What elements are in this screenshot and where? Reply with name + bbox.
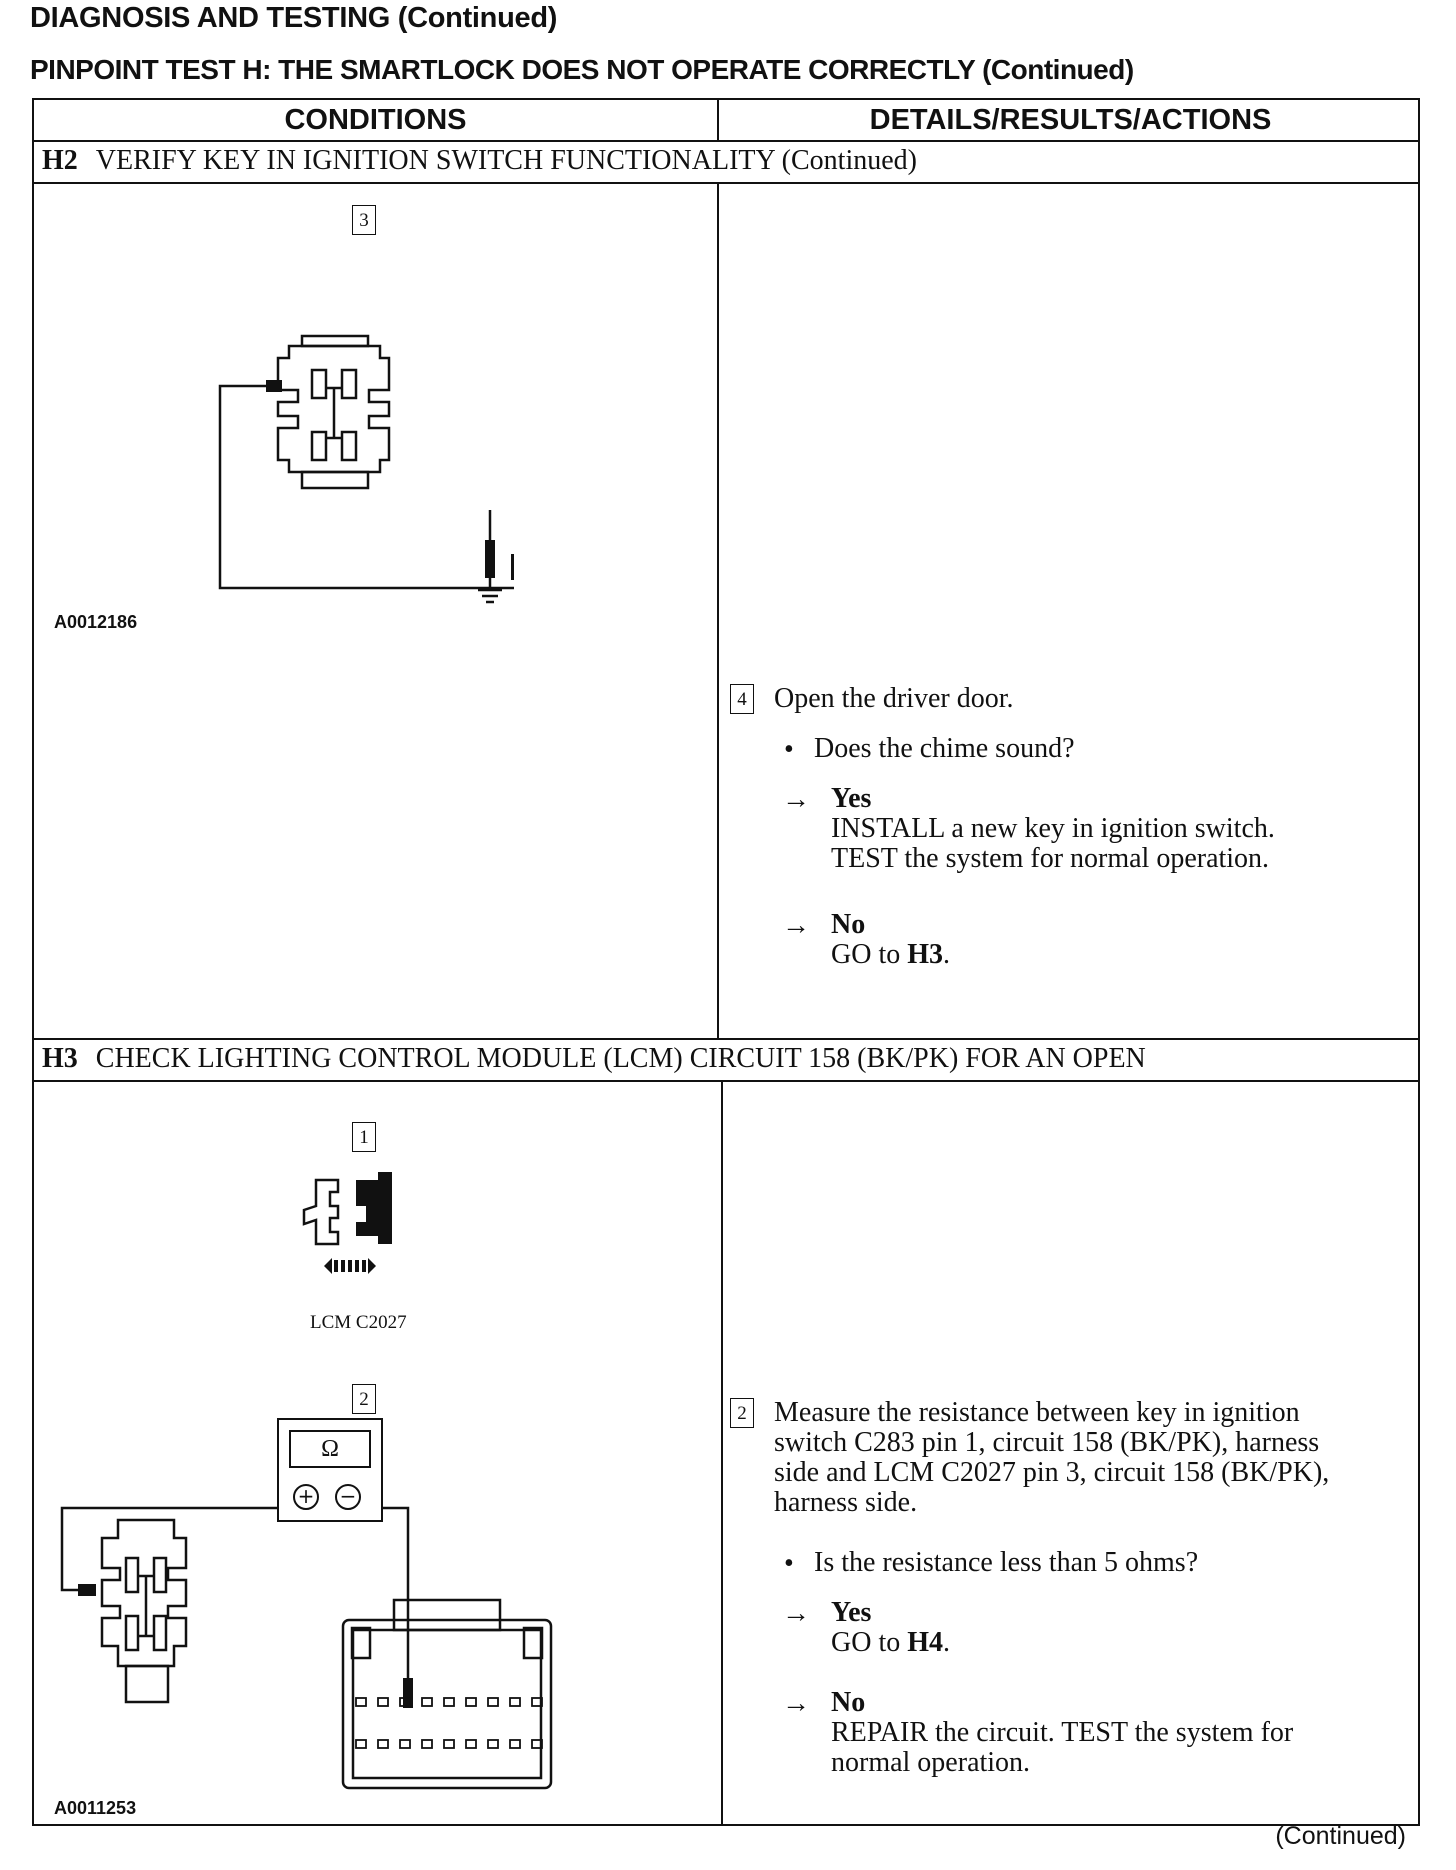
connector-disconnect-diagram (302, 1172, 392, 1274)
step-id: H2 (42, 145, 78, 176)
step-id: H3 (42, 1043, 78, 1074)
action-step-box: 4 (730, 684, 754, 714)
no-action-line: GO to H3. (831, 939, 951, 970)
arrow-right-icon: → (782, 784, 810, 815)
result-yes: Yes GO to H4. (831, 1598, 950, 1658)
no-label: No (831, 909, 866, 940)
action-question: Does the chime sound? (814, 733, 1075, 764)
action-question: Is the resistance less than 5 ohms? (814, 1547, 1199, 1578)
no-action-line: REPAIR the circuit. TEST the system for (831, 1717, 1294, 1748)
yes-action-line: TEST the system for normal operation. (831, 843, 1270, 874)
ground-symbol-icon (478, 510, 502, 604)
pinpoint-test-title: PINPOINT TEST H: THE SMARTLOCK DOES NOT … (30, 54, 1134, 85)
figure-step-box: 1 (352, 1122, 376, 1152)
row-divider (34, 1080, 1418, 1082)
continued-note: (Continued) (1275, 1822, 1406, 1850)
no-action-line: normal operation. (831, 1747, 1031, 1778)
negative-terminal-icon: − (335, 1484, 361, 1510)
step-title: CHECK LIGHTING CONTROL MODULE (LCM) CIRC… (95, 1043, 1146, 1074)
arrow-right-icon: → (782, 910, 810, 941)
meter-display: Ω (289, 1430, 371, 1468)
bullet-icon: • (784, 734, 794, 765)
yes-action-line: INSTALL a new key in ignition switch. (831, 813, 1275, 844)
action-instruction: Open the driver door. (774, 683, 1014, 714)
probe-tip (266, 380, 282, 392)
details-header: DETAILS/RESULTS/ACTIONS (869, 104, 1272, 136)
figure-id: A0012186 (54, 612, 138, 632)
probe-tip (403, 1678, 413, 1708)
row-divider (34, 182, 1418, 184)
action-step-box: 2 (730, 1398, 754, 1428)
action-instruction: Measure the resistance between key in ig… (774, 1397, 1330, 1518)
goto-step-link: H4 (907, 1627, 944, 1658)
step-title: VERIFY KEY IN IGNITION SWITCH FUNCTIONAL… (95, 145, 917, 176)
row-divider (34, 1038, 1418, 1040)
pinpoint-test-table: CONDITIONS DETAILS/RESULTS/ACTIONS H2 VER… (32, 98, 1420, 1826)
row-divider (34, 140, 1418, 142)
result-yes: Yes INSTALL a new key in ignition switch… (831, 784, 1275, 874)
resistance-test-diagram (60, 1506, 553, 1790)
positive-terminal-icon: + (293, 1484, 319, 1510)
column-divider (717, 182, 719, 1038)
figure-step-box: 3 (352, 205, 376, 235)
ground-probe (511, 554, 514, 580)
step-h3-header: H3 CHECK LIGHTING CONTROL MODULE (LCM) CI… (42, 1039, 1146, 1079)
step-h2-header: H2 VERIFY KEY IN IGNITION SWITCH FUNCTION… (42, 141, 917, 181)
yes-action-line: GO to H4. (831, 1627, 951, 1658)
column-divider (721, 1080, 723, 1826)
section-title: DIAGNOSIS AND TESTING (Continued) (30, 2, 558, 34)
yes-label: Yes (831, 783, 872, 814)
column-divider (717, 100, 719, 140)
connector-label: LCM C2027 (310, 1312, 407, 1333)
ohmmeter: Ω + − (277, 1418, 383, 1522)
bullet-icon: • (784, 1548, 794, 1579)
no-label: No (831, 1687, 866, 1718)
result-no: No GO to H3. (831, 910, 950, 970)
figure-step-box: 2 (352, 1384, 376, 1414)
arrow-right-icon: → (782, 1688, 810, 1719)
goto-step-link: H3 (907, 939, 944, 970)
yes-label: Yes (831, 1597, 872, 1628)
conditions-header: CONDITIONS (284, 104, 467, 136)
arrow-right-icon: → (782, 1598, 810, 1629)
ground-test-diagram (218, 334, 514, 590)
result-no: No REPAIR the circuit. TEST the system f… (831, 1688, 1293, 1778)
probe-tip (78, 1584, 96, 1596)
figure-id: A0011253 (54, 1798, 137, 1818)
